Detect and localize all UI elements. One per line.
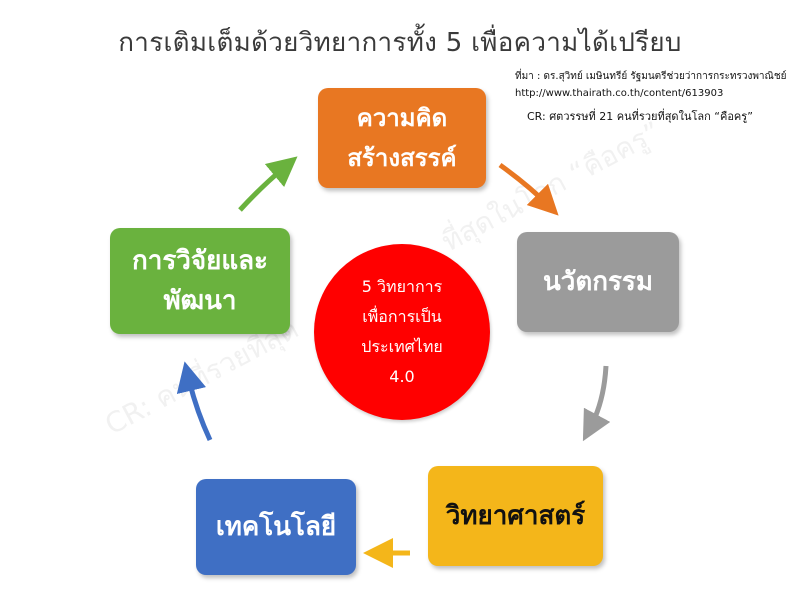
node-creative-line1: ความคิด <box>356 104 448 132</box>
node-innovation: นวัตกรรม <box>517 232 679 332</box>
page-title: การเติมเต็มด้วยวิทยาการทั้ง 5 เพื่อความไ… <box>118 28 682 58</box>
arrow-innovation-to-science <box>582 365 611 442</box>
center-line1: 5 วิทยาการ <box>361 277 443 296</box>
node-science: วิทยาศาสตร์ <box>428 466 603 566</box>
node-creative-thinking: ความคิด สร้างสรรค์ <box>318 88 486 188</box>
arrow-research-to-creative <box>238 156 298 212</box>
center-circle: 5 วิทยาการ เพื่อการเป็น ประเทศไทย 4.0 <box>314 244 490 420</box>
node-research-development: การวิจัยและ พัฒนา <box>110 228 290 334</box>
node-science-label: วิทยาศาสตร์ <box>445 501 586 531</box>
node-research-line1: การวิจัยและ <box>131 246 269 276</box>
node-technology-label: เทคโนโลยี <box>215 512 337 542</box>
arrow-creative-to-innovation <box>498 162 559 216</box>
node-research-line2: พัฒนา <box>163 286 237 316</box>
source-url: http://www.thairath.co.th/content/613903 <box>515 88 724 99</box>
arrow-technology-to-research <box>176 361 213 442</box>
node-creative-line2: สร้างสรรค์ <box>347 144 457 172</box>
node-innovation-label: นวัตกรรม <box>542 267 654 297</box>
center-line4: 4.0 <box>389 367 415 386</box>
source-author: ที่มา : ดร.สุวิทย์ เมษินทรีย์ รัฐมนตรีช่… <box>515 71 787 82</box>
source-note: ที่มา : ดร.สุวิทย์ เมษินทรีย์ รัฐมนตรีช่… <box>515 68 795 125</box>
source-credit: CR: ศตวรรษที่ 21 คนที่รวยที่สุดในโลก “คื… <box>527 110 753 123</box>
node-technology: เทคโนโลยี <box>196 479 356 575</box>
center-line2: เพื่อการเป็น <box>362 307 442 326</box>
center-line3: ประเทศไทย <box>361 337 443 356</box>
